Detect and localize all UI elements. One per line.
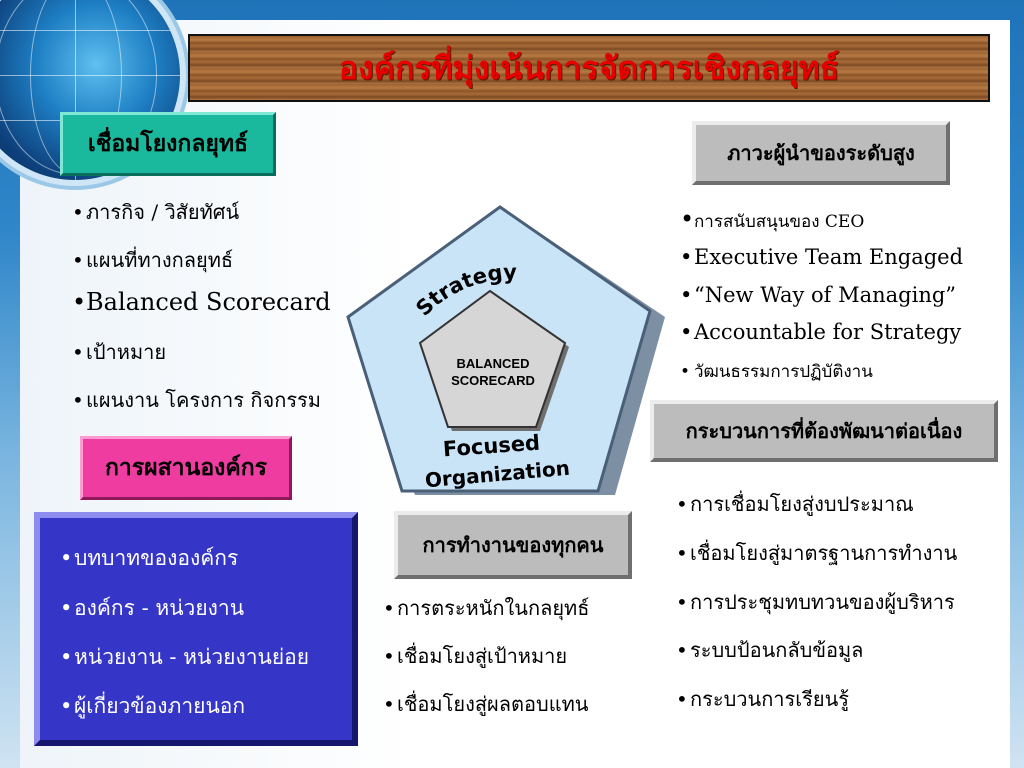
page-title: องค์กรที่มุ่งเน้นการจัดการเชิงกลยุทธ์: [338, 48, 840, 87]
list-item: •กระบวนการเรียนรู้: [676, 687, 849, 711]
list-item: •Executive Team Engaged: [680, 245, 964, 269]
list-item: •แผนที่ทางกลยุทธ์: [72, 248, 234, 272]
list-item: •ระบบป้อนกลับข้อมูล: [676, 638, 864, 662]
list-item: •Accountable for Strategy: [680, 320, 962, 344]
list-item: •“New Way of Managing”: [680, 283, 957, 307]
leadership-box: ภาวะผู้นำของระดับสูง: [692, 121, 950, 185]
list-item: •การสนับสนุนของ CEO: [680, 205, 865, 233]
list-item: •เชื่อมโยงสู่ผลตอบแทน: [383, 692, 589, 716]
list-item: •การตระหนักในกลยุทธ์: [383, 596, 590, 620]
list-item: •เป้าหมาย: [72, 340, 167, 364]
list-item: •เชื่อมโยงสู่มาตรฐานการทำงาน: [676, 541, 958, 565]
inner-pentagon: [418, 289, 567, 428]
integration-box: การผสานองค์กร: [80, 436, 292, 500]
list-item: •แผนงาน โครงการ กิจกรรม: [72, 388, 321, 412]
continuous-process-label: กระบวนการที่ต้องพัฒนาต่อเนื่อง: [685, 419, 963, 443]
pentagon-diagram: BALANCED SCORECARD Strategy Focused Orga…: [346, 205, 665, 495]
list-item: •เชื่อมโยงสู่เป้าหมาย: [383, 644, 568, 668]
list-item: •การประชุมทบทวนของผู้บริหาร: [676, 590, 955, 614]
title-banner: องค์กรที่มุ่งเน้นการจัดการเชิงกลยุทธ์: [188, 34, 990, 102]
list-item: •วัฒนธรรมการปฏิบัติงาน: [680, 362, 873, 382]
strategy-link-label: เชื่อมโยงกลยุทธ์: [87, 130, 249, 157]
integration-panel: [34, 512, 358, 746]
list-item: •Balanced Scorecard: [72, 288, 331, 316]
center-label-line2: SCORECARD: [451, 373, 535, 388]
center-label-line1: BALANCED: [457, 356, 530, 371]
strategy-link-box: เชื่อมโยงกลยุทธ์: [60, 112, 276, 176]
continuous-process-box: กระบวนการที่ต้องพัฒนาต่อเนื่อง: [650, 400, 998, 462]
list-item: •ภารกิจ / วิสัยทัศน์: [72, 200, 240, 224]
everyone-work-label: การทำงานของทุกคน: [422, 533, 604, 557]
list-item: •ผู้เกี่ยวข้องภายนอก: [60, 694, 246, 718]
leadership-label: ภาวะผู้นำของระดับสูง: [727, 141, 915, 165]
list-item: •บทบาทขององค์กร: [60, 546, 239, 570]
list-item: •การเชื่อมโยงสู่งบประมาณ: [676, 492, 914, 516]
list-item: •องค์กร - หน่วยงาน: [60, 596, 245, 620]
list-item: •หน่วยงาน - หน่วยงานย่อย: [60, 645, 310, 669]
everyone-work-box: การทำงานของทุกคน: [394, 511, 632, 579]
integration-label: การผสานองค์กร: [104, 454, 268, 481]
